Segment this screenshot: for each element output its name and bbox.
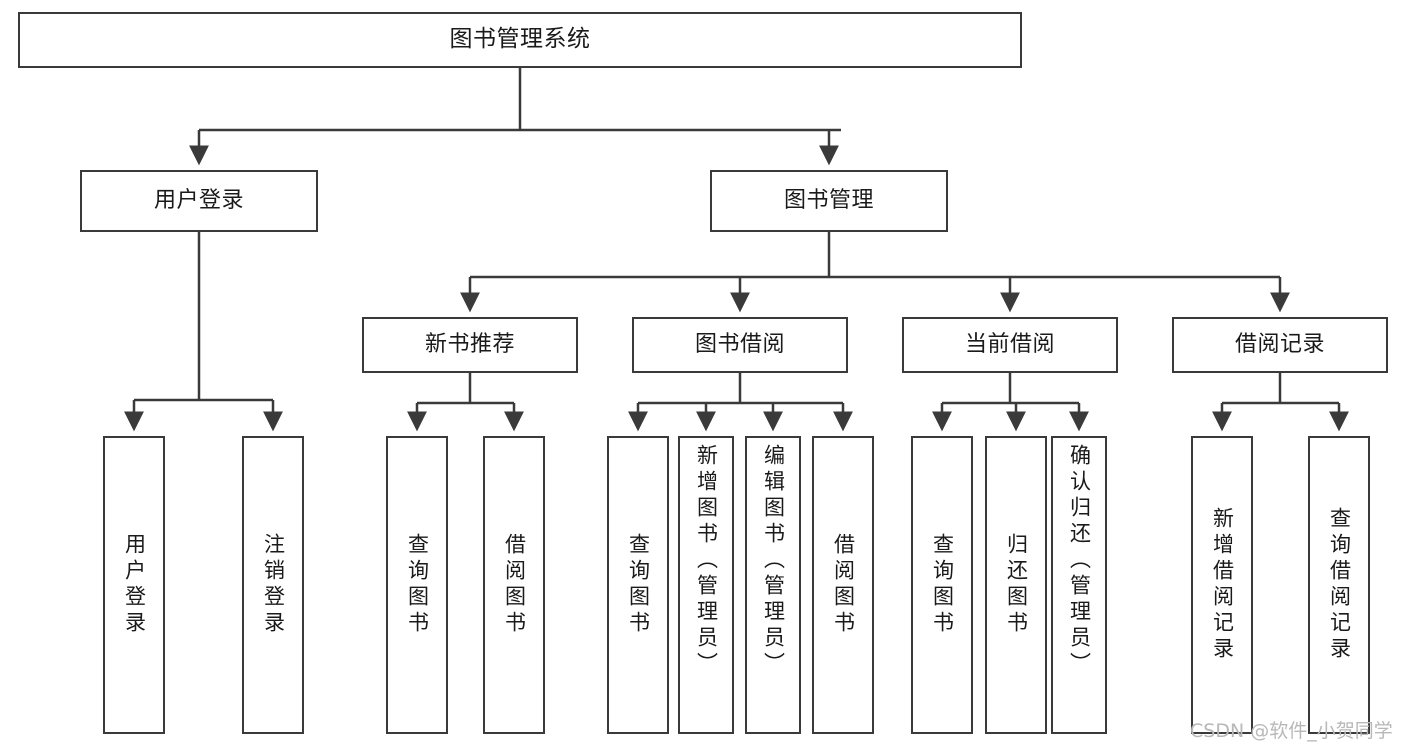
node-current-borrow[interactable]: 当前借阅 (902, 317, 1118, 373)
edge-group-borrow-record (1212, 373, 1349, 432)
node-root[interactable]: 图书管理系统 (18, 12, 1022, 68)
node-leaf-user-logout-label: 注销登录 (261, 533, 286, 637)
node-book-borrow[interactable]: 图书借阅 (632, 317, 848, 373)
node-book-borrow-label: 图书借阅 (694, 332, 785, 358)
edge-group-user-login (124, 232, 283, 432)
node-leaf-borrow-book-1-label: 借阅图书 (502, 533, 527, 637)
node-leaf-return-book[interactable]: 归还图书 (985, 436, 1047, 734)
node-new-book-rec-label: 新书推荐 (424, 332, 515, 358)
node-leaf-query-book-1[interactable]: 查询图书 (386, 436, 448, 734)
node-leaf-query-record-label: 查询借阅记录 (1327, 507, 1352, 663)
node-book-manage-label: 图书管理 (783, 188, 874, 214)
node-leaf-user-logout[interactable]: 注销登录 (242, 436, 304, 734)
edge-group-new-book-rec (407, 373, 524, 432)
node-leaf-add-record[interactable]: 新增借阅记录 (1191, 436, 1253, 734)
node-leaf-add-book[interactable]: 新增图书（管理员） (678, 436, 734, 734)
node-leaf-query-book-2-label: 查询图书 (626, 533, 651, 637)
node-new-book-rec[interactable]: 新书推荐 (362, 317, 578, 373)
node-leaf-confirm-return-label: 确认归还（管理员） (1067, 444, 1092, 678)
node-leaf-query-record[interactable]: 查询借阅记录 (1308, 436, 1370, 734)
node-leaf-user-login[interactable]: 用户登录 (103, 436, 165, 734)
node-leaf-borrow-book-2-label: 借阅图书 (831, 533, 856, 637)
edge-group-book-manage (460, 232, 1290, 313)
edge-group-current-borrow (932, 373, 1089, 432)
node-borrow-record-label: 借阅记录 (1234, 332, 1325, 358)
node-leaf-borrow-book-2[interactable]: 借阅图书 (812, 436, 874, 734)
node-leaf-confirm-return[interactable]: 确认归还（管理员） (1051, 436, 1107, 734)
edge-group-root (189, 68, 841, 166)
node-leaf-edit-book-label: 编辑图书（管理员） (761, 444, 786, 678)
node-leaf-query-book-1-label: 查询图书 (405, 533, 430, 637)
node-leaf-borrow-book-1[interactable]: 借阅图书 (483, 436, 545, 734)
edge-group-book-borrow (628, 373, 853, 432)
node-leaf-add-book-label: 新增图书（管理员） (694, 444, 719, 678)
node-borrow-record[interactable]: 借阅记录 (1172, 317, 1388, 373)
node-leaf-edit-book[interactable]: 编辑图书（管理员） (745, 436, 801, 734)
node-user-login[interactable]: 用户登录 (80, 170, 318, 232)
node-book-manage[interactable]: 图书管理 (710, 170, 948, 232)
node-leaf-query-book-2[interactable]: 查询图书 (607, 436, 669, 734)
node-leaf-add-record-label: 新增借阅记录 (1210, 507, 1235, 663)
node-user-login-label: 用户登录 (153, 188, 244, 214)
csdn-watermark: CSDN @软件_小贺同学 (1190, 720, 1393, 742)
node-current-borrow-label: 当前借阅 (964, 332, 1055, 358)
node-leaf-query-book-3[interactable]: 查询图书 (911, 436, 973, 734)
node-leaf-return-book-label: 归还图书 (1004, 533, 1029, 637)
node-leaf-query-book-3-label: 查询图书 (930, 533, 955, 637)
node-leaf-user-login-label: 用户登录 (122, 533, 147, 637)
node-root-label: 图书管理系统 (449, 26, 591, 53)
